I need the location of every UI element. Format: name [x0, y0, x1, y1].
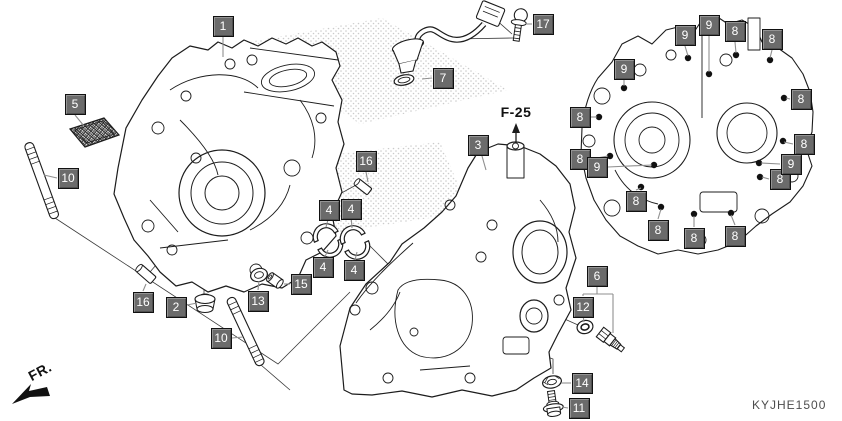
callout-part-1: 1 — [212, 15, 234, 37]
stud-bolt-10-left-art — [24, 142, 60, 220]
callout-part-8: 8 — [625, 190, 647, 212]
crankcase-bolt-view-art — [580, 15, 814, 255]
oil-pipe-sensor-art — [391, 0, 528, 86]
washer-13-art — [250, 267, 268, 283]
callout-part-2: 2 — [165, 296, 187, 318]
callout-part-9: 9 — [674, 24, 696, 46]
callout-part-8: 8 — [724, 20, 746, 42]
callout-part-8: 8 — [793, 133, 815, 155]
sealing-washer-14-art — [542, 375, 562, 389]
callout-part-4: 4 — [312, 256, 334, 278]
callout-part-10: 10 — [57, 167, 79, 189]
collar-15-art — [266, 272, 284, 289]
right-crankcase-half-art — [339, 141, 577, 398]
strainer-screen-5-art — [68, 117, 121, 148]
oil-switch-6-art — [595, 326, 626, 353]
callout-part-8: 8 — [761, 28, 783, 50]
callout-part-14: 14 — [571, 372, 593, 394]
callout-part-13: 13 — [247, 290, 269, 312]
callout-part-16: 16 — [355, 150, 377, 172]
callout-part-11: 11 — [568, 397, 590, 419]
dowel-pin-16-mid-art — [353, 178, 373, 195]
dowel-pin-16-left-art — [135, 263, 157, 284]
figure-ref-arrow — [512, 123, 520, 143]
callout-part-5: 5 — [64, 93, 86, 115]
callout-part-8: 8 — [724, 225, 746, 247]
callout-part-7: 7 — [432, 67, 454, 89]
bolt-position-dots — [595, 51, 788, 218]
drain-bolt-11-art — [542, 389, 564, 417]
callout-part-12: 12 — [572, 296, 594, 318]
callout-part-9: 9 — [698, 14, 720, 36]
washer-12-art — [576, 319, 594, 335]
front-direction-arrow — [12, 384, 50, 404]
diagram-code-label: KYJHE1500 — [752, 398, 827, 412]
callout-part-4: 4 — [340, 198, 362, 220]
callout-part-9: 9 — [586, 156, 608, 178]
callout-part-8: 8 — [683, 227, 705, 249]
callout-part-4: 4 — [343, 259, 365, 281]
callout-part-9: 9 — [613, 58, 635, 80]
callout-part-8: 8 — [569, 106, 591, 128]
callout-part-6: 6 — [586, 265, 608, 287]
callout-part-3: 3 — [467, 134, 489, 156]
callout-part-9: 9 — [780, 153, 802, 175]
callout-part-8: 8 — [790, 88, 812, 110]
callout-part-17: 17 — [532, 13, 554, 35]
callout-part-16: 16 — [132, 291, 154, 313]
callout-part-10: 10 — [210, 327, 232, 349]
callout-part-8: 8 — [647, 219, 669, 241]
figure-ref-label: F-25 — [500, 104, 532, 120]
callout-part-15: 15 — [290, 273, 312, 295]
flange-bolt-17-art — [510, 8, 528, 42]
stud-bolt-10-mid-art — [226, 296, 265, 367]
callout-part-4: 4 — [318, 199, 340, 221]
plug-2-art — [194, 293, 216, 314]
left-crankcase-half-art — [113, 37, 345, 293]
